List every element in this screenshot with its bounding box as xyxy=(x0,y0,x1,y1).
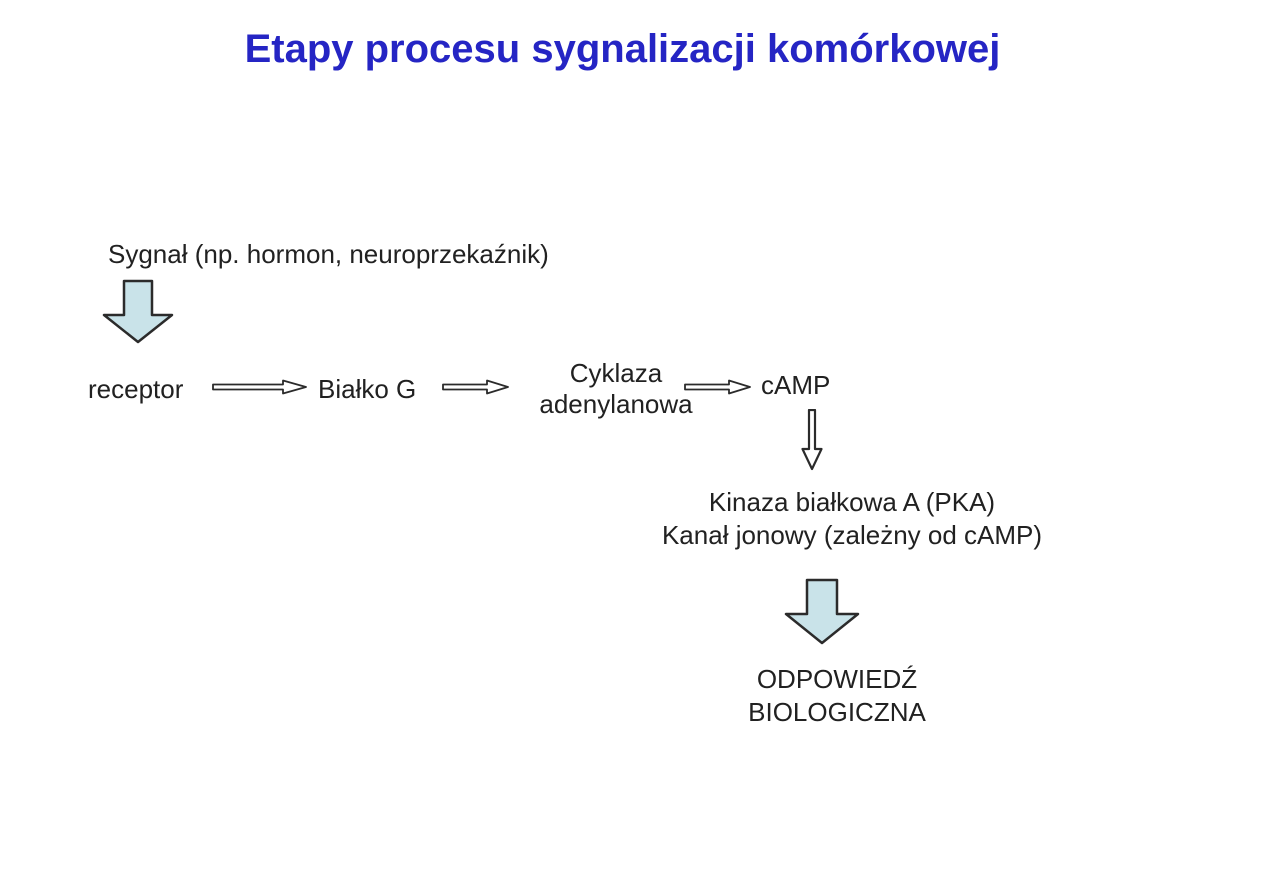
down-arrow-icon xyxy=(801,409,823,471)
chain-step-camp: cAMP xyxy=(761,370,831,400)
response-line1: ODPOWIEDŹ xyxy=(756,664,918,694)
cyklaza-line1: Cyklaza xyxy=(569,358,663,388)
response-label: ODPOWIEDŹ BIOLOGICZNA xyxy=(687,663,987,729)
right-arrow-icon xyxy=(212,379,308,395)
down-block-arrow-icon xyxy=(100,279,176,345)
effectors-line2: Kanał jonowy (zależny od cAMP) xyxy=(661,520,1043,550)
effectors-line1: Kinaza białkowa A (PKA) xyxy=(708,487,996,517)
chain-step-receptor: receptor xyxy=(88,374,184,404)
chain-step-cyklaza: Cyklaza adenylanowa xyxy=(516,358,716,420)
effectors-label: Kinaza białkowa A (PKA) Kanał jonowy (za… xyxy=(602,486,1102,552)
right-arrow-icon xyxy=(684,379,752,395)
signal-label: Sygnał (np. hormon, neuroprzekaźnik) xyxy=(108,239,549,269)
response-line2: BIOLOGICZNA xyxy=(748,697,926,727)
right-arrow-icon xyxy=(442,379,510,395)
cyklaza-line2: adenylanowa xyxy=(539,389,693,419)
down-block-arrow-icon xyxy=(782,578,862,646)
chain-step-bialko-g: Białko G xyxy=(318,374,417,404)
slide-title: Etapy procesu sygnalizacji komórkowej xyxy=(244,26,1001,71)
